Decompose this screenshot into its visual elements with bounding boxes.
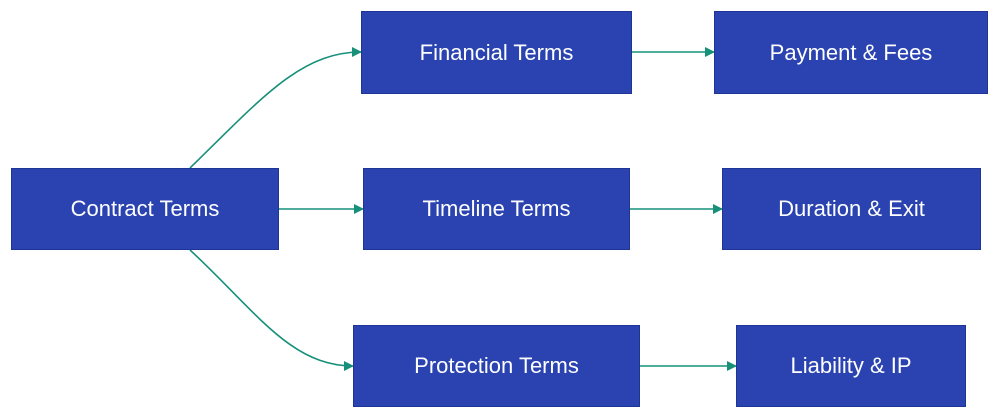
node-contract-terms-label: Contract Terms (70, 196, 220, 221)
edge-contract-to-protection (189, 249, 354, 371)
node-payment-fees: Payment & Fees (714, 11, 988, 94)
node-financial-terms: Financial Terms (361, 11, 632, 94)
node-duration-exit-label: Duration & Exit (778, 196, 925, 221)
node-contract-terms: Contract Terms (11, 168, 279, 250)
node-liability-ip: Liability & IP (736, 325, 966, 407)
node-payment-fees-label: Payment & Fees (769, 39, 933, 65)
node-protection-terms-label: Protection Terms (414, 353, 579, 378)
node-duration-exit: Duration & Exit (722, 168, 981, 250)
node-liability-ip-label: Liability & IP (790, 353, 912, 378)
node-timeline-terms-label: Timeline Terms (422, 196, 571, 221)
node-timeline-terms: Timeline Terms (363, 168, 630, 250)
node-protection-terms: Protection Terms (353, 325, 640, 407)
node-financial-terms-label: Financial Terms (419, 39, 574, 65)
edge-contract-to-financial (189, 47, 362, 169)
